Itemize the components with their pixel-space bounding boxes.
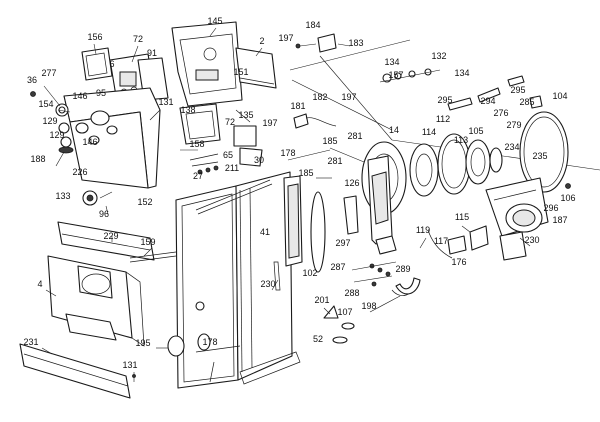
callout-187: 187 — [552, 215, 567, 225]
callout-176: 176 — [451, 257, 466, 267]
callout-145: 145 — [207, 16, 222, 26]
callout-296: 296 — [543, 203, 558, 213]
callout-185: 185 — [298, 168, 313, 178]
callout-52: 52 — [313, 334, 323, 344]
callout-285: 285 — [519, 97, 534, 107]
callout-287: 287 — [330, 262, 345, 272]
callout-106: 106 — [560, 193, 575, 203]
callout-154: 154 — [38, 99, 53, 109]
callout-185: 185 — [322, 136, 337, 146]
callout-72: 72 — [225, 117, 235, 127]
callout-4: 4 — [37, 279, 42, 289]
callout-281: 281 — [327, 156, 342, 166]
callout-146: 146 — [82, 137, 97, 147]
callout-104: 104 — [552, 91, 567, 101]
callout-197: 197 — [278, 33, 293, 43]
callout-211: 211 — [225, 163, 239, 173]
control-panel-assembly — [30, 47, 169, 215]
callout-133: 133 — [55, 191, 70, 201]
callout-102: 102 — [302, 268, 317, 278]
callout-115: 115 — [455, 212, 469, 222]
callout-158: 158 — [189, 139, 204, 149]
callout-131: 131 — [122, 360, 137, 370]
callout-295: 295 — [510, 85, 525, 95]
callout-182: 182 — [312, 92, 327, 102]
callout-41: 41 — [260, 227, 270, 237]
callout-226: 226 — [72, 167, 87, 177]
callout-95: 95 — [96, 88, 106, 98]
callout-157: 157 — [388, 70, 403, 80]
callout-195: 195 — [135, 338, 150, 348]
callout-288: 288 — [344, 288, 359, 298]
callout-27: 27 — [193, 171, 203, 181]
callout-235: 235 — [532, 151, 547, 161]
callout-281: 281 — [347, 131, 362, 141]
callout-6: 6 — [109, 59, 114, 69]
callout-107: 107 — [337, 307, 352, 317]
callout-230: 230 — [524, 235, 539, 245]
callout-229: 229 — [103, 231, 118, 241]
callout-105: 105 — [468, 126, 483, 136]
callout-132: 132 — [431, 51, 446, 61]
callout-138: 138 — [180, 105, 195, 115]
callout-294: 294 — [480, 96, 495, 106]
top-cover-parts — [171, 21, 277, 175]
heat-exchanger-assembly — [323, 111, 571, 344]
callout-114: 114 — [422, 127, 436, 137]
callout-113: 113 — [454, 135, 468, 145]
callout-188: 188 — [30, 154, 45, 164]
callout-277: 277 — [41, 68, 56, 78]
small-fittings — [293, 33, 543, 129]
callout-72: 72 — [133, 34, 143, 44]
callout-289: 289 — [395, 264, 410, 274]
callout-295: 295 — [437, 95, 452, 105]
callout-126: 126 — [344, 178, 359, 188]
callout-231: 231 — [23, 337, 38, 347]
callout-152: 152 — [137, 197, 152, 207]
callout-279: 279 — [506, 120, 521, 130]
callout-117: 117 — [434, 236, 448, 246]
callout-131: 131 — [158, 97, 173, 107]
cabinet-frame — [167, 171, 326, 389]
callout-135: 135 — [238, 110, 253, 120]
callout-65: 65 — [223, 150, 233, 160]
callout-178: 178 — [280, 148, 295, 158]
callout-134: 134 — [454, 68, 469, 78]
callout-119: 119 — [416, 225, 430, 235]
callout-201: 201 — [314, 295, 329, 305]
callout-36: 36 — [27, 75, 37, 85]
callout-146: 146 — [72, 91, 87, 101]
callout-159: 159 — [140, 237, 155, 247]
callout-134: 134 — [384, 57, 399, 67]
callout-112: 112 — [436, 114, 450, 124]
callout-leaders — [41, 27, 531, 382]
callout-14: 14 — [389, 125, 399, 135]
callout-91: 91 — [147, 48, 157, 58]
callout-197: 197 — [262, 118, 277, 128]
callout-151: 151 — [233, 67, 248, 77]
callout-297: 297 — [335, 238, 350, 248]
front-door-assembly — [19, 221, 177, 399]
callout-230: 230 — [260, 279, 275, 289]
callout-184: 184 — [305, 20, 320, 30]
callout-96: 96 — [99, 209, 109, 219]
callout-181: 181 — [290, 101, 305, 111]
callout-197: 197 — [341, 92, 356, 102]
callout-178: 178 — [202, 337, 217, 347]
callout-30: 30 — [254, 155, 264, 165]
callout-2: 2 — [259, 36, 264, 46]
callout-156: 156 — [87, 32, 102, 42]
callout-129: 129 — [49, 130, 64, 140]
callout-183: 183 — [348, 38, 363, 48]
callout-276: 276 — [493, 108, 508, 118]
callout-129: 129 — [42, 116, 57, 126]
callout-198: 198 — [361, 301, 376, 311]
callout-234: 234 — [504, 142, 519, 152]
